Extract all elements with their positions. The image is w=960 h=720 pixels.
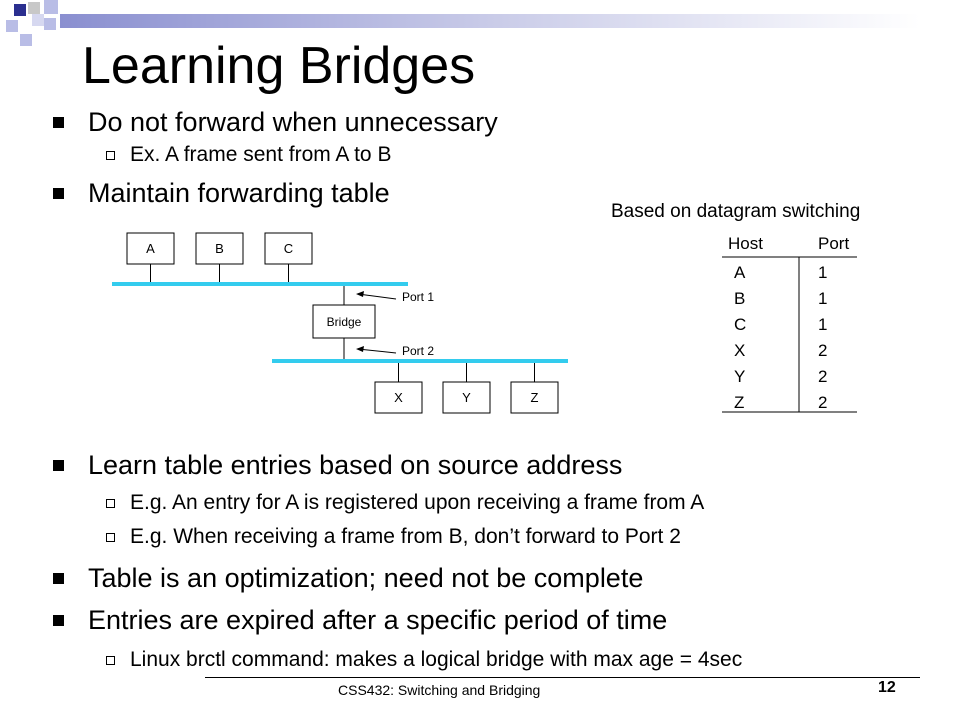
table-cell-host: C xyxy=(734,315,747,334)
table-cell-host: Z xyxy=(734,393,745,412)
corner-square-light-1 xyxy=(44,0,58,14)
corner-square-dark xyxy=(14,4,26,16)
bullet-marker xyxy=(53,615,64,626)
bullet-marker xyxy=(53,188,64,199)
table-cell-host: B xyxy=(734,289,746,308)
corner-square-light-4 xyxy=(32,14,44,26)
subbullet-text: Linux brctl command: makes a logical bri… xyxy=(130,648,743,671)
subbullet-text: Ex. A frame sent from A to B xyxy=(130,143,392,166)
host-label-b: B xyxy=(215,241,224,256)
corner-square-light-5 xyxy=(44,18,56,30)
bullet-text: Learn table entries based on source addr… xyxy=(88,450,623,480)
subbullet-text: E.g. When receiving a frame from B, don’… xyxy=(130,525,681,548)
bridge-network-diagram: A B C X Y Z Bridge Port 1 Port 2 xyxy=(112,232,568,414)
port2-arrow xyxy=(357,348,397,354)
table-cell-port: 2 xyxy=(818,367,828,386)
footer-text: CSS432: Switching and Bridging xyxy=(338,682,541,698)
port2-arrowhead xyxy=(356,346,364,352)
header-decoration xyxy=(6,0,920,46)
corner-square-light-2 xyxy=(6,20,18,32)
page-number: 12 xyxy=(878,679,896,696)
subbullet-marker xyxy=(106,533,115,542)
table-cell-port: 2 xyxy=(818,341,828,360)
table-cell-port: 1 xyxy=(818,289,828,308)
bullet-marker xyxy=(53,117,64,128)
table-cell-host: Y xyxy=(734,367,746,386)
host-box-c xyxy=(264,232,313,265)
corner-square-light-3 xyxy=(20,34,32,46)
host-label-y: Y xyxy=(462,390,471,405)
port1-arrow xyxy=(357,293,397,300)
bullet-text: Entries are expired after a specific per… xyxy=(88,605,668,635)
table-cell-port: 2 xyxy=(818,393,828,412)
bullet-text: Maintain forwarding table xyxy=(88,178,390,208)
forwarding-table: Host Port A 1 B 1 C 1 X 2 Y 2 Z 2 xyxy=(722,232,857,424)
table-cell-host: A xyxy=(734,263,746,282)
subbullet-text: E.g. An entry for A is registered upon r… xyxy=(130,491,705,514)
host-box-z xyxy=(510,381,559,414)
bridge-box xyxy=(312,304,376,339)
host-label-c: C xyxy=(284,241,293,256)
table-cell-port: 1 xyxy=(818,315,828,334)
subbullet-marker xyxy=(106,151,115,160)
bullet-marker xyxy=(53,460,64,471)
bullet-text: Do not forward when unnecessary xyxy=(88,107,498,137)
port2-label: Port 2 xyxy=(402,344,434,358)
bullet-text: Table is an optimization; need not be co… xyxy=(88,563,644,593)
host-box-x xyxy=(374,381,423,414)
bridge-label: Bridge xyxy=(327,315,362,329)
host-label-a: A xyxy=(146,241,155,256)
table-cell-port: 1 xyxy=(818,263,828,282)
header-gradient-bar xyxy=(60,14,920,28)
subbullet-marker xyxy=(106,499,115,508)
table-header-host: Host xyxy=(728,234,763,253)
subbullet-marker xyxy=(106,656,115,665)
host-label-z: Z xyxy=(531,390,539,405)
corner-square-gray xyxy=(28,2,40,14)
port1-arrowhead xyxy=(356,291,364,297)
host-label-x: X xyxy=(394,390,403,405)
slide-title: Learning Bridges xyxy=(82,37,476,95)
table-header-port: Port xyxy=(818,234,850,253)
bullet-marker xyxy=(53,573,64,584)
host-box-y xyxy=(442,381,491,414)
port1-label: Port 1 xyxy=(402,290,434,304)
table-cell-host: X xyxy=(734,341,746,360)
footer-rule xyxy=(205,677,920,678)
table-grid xyxy=(722,256,857,413)
table-caption: Based on datagram switching xyxy=(611,201,861,222)
